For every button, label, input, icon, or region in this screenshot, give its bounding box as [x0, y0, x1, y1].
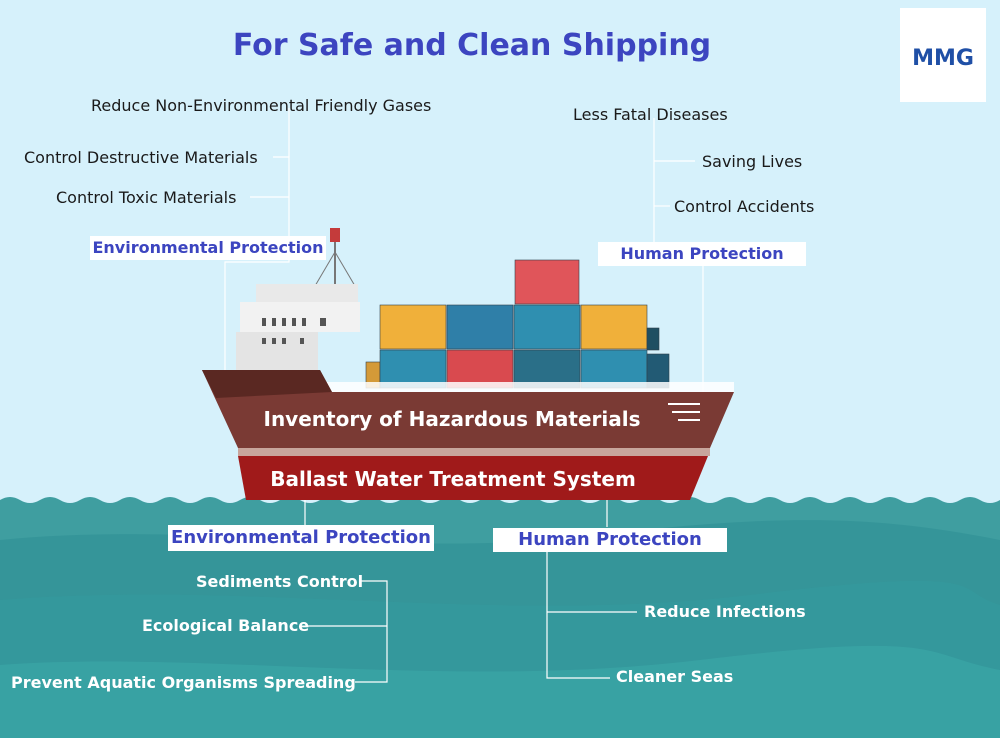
inventory-hazardous-materials-label: Inventory of Hazardous Materials: [263, 407, 641, 431]
sea: [0, 497, 1000, 738]
bottom-left-environmental-protection-heading: Environmental Protection: [168, 525, 434, 551]
top-left-item-toxic: Control Toxic Materials: [56, 188, 237, 207]
page-title: For Safe and Clean Shipping: [232, 28, 712, 63]
ballast-water-treatment-label: Ballast Water Treatment System: [270, 467, 636, 491]
bottom-right-human-protection-heading: Human Protection: [493, 528, 727, 552]
bottom-right-item-infections: Reduce Infections: [644, 602, 806, 621]
bottom-left-item-sediments: Sediments Control: [196, 572, 364, 591]
deck-rail: [320, 382, 734, 392]
top-right-item-accidents: Control Accidents: [674, 197, 815, 216]
bottom-left-item-ecological: Ecological Balance: [142, 616, 310, 635]
top-right-human-protection-heading: Human Protection: [598, 242, 806, 266]
logo-text: MMG: [912, 46, 974, 71]
top-left-item-gases: Reduce Non-Environmental Friendly Gases: [91, 96, 432, 115]
ship-hull: [202, 370, 734, 500]
bottom-right-item-cleaner-seas: Cleaner Seas: [616, 667, 734, 686]
top-right-item-saving-lives: Saving Lives: [702, 152, 803, 171]
top-right-item-diseases: Less Fatal Diseases: [573, 105, 728, 124]
bottom-left-item-aquatic: Prevent Aquatic Organisms Spreading: [11, 673, 356, 692]
top-left-item-destructive: Control Destructive Materials: [24, 148, 258, 167]
mmg-logo: MMG: [900, 8, 986, 102]
cargo-containers: [365, 259, 670, 389]
top-left-environmental-protection-heading: Environmental Protection: [90, 236, 326, 260]
